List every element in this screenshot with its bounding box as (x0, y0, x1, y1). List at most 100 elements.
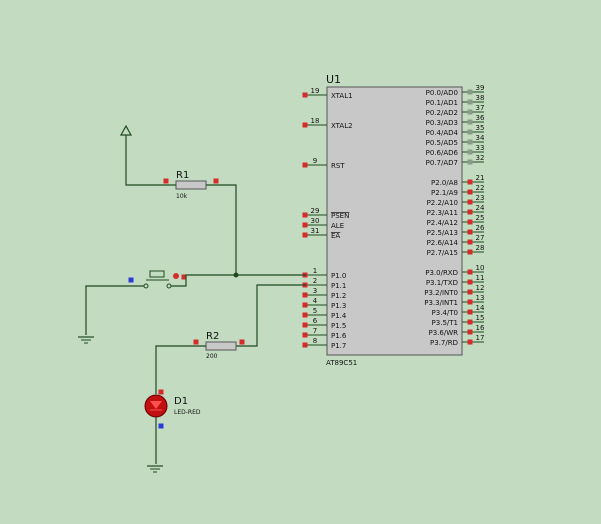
pin-number: 21 (476, 174, 485, 182)
pin-name: P0.6/AD6 (426, 149, 459, 157)
pin-number: 4 (313, 297, 318, 305)
pin-number: 14 (476, 304, 485, 312)
pin-end-marker (467, 189, 473, 195)
ground-icon (78, 336, 94, 344)
pin-number: 26 (476, 224, 485, 232)
pin-name: P3.1/TXD (426, 279, 458, 287)
pin-name: P0.1/AD1 (426, 99, 458, 107)
d1-ref-label: D1 (174, 396, 188, 407)
r2-value-label: 200 (206, 353, 218, 360)
chip-left-pin[interactable]: 5P1.4 (306, 307, 347, 320)
wire-r2-led (155, 345, 206, 394)
chip-left-pin[interactable]: 3P1.2 (306, 287, 346, 300)
pin-name: P0.3/AD3 (426, 119, 458, 127)
pin-number: 35 (476, 124, 485, 132)
pin-number: 22 (476, 184, 485, 192)
pin-end-marker (467, 289, 473, 295)
resistor-body[interactable] (175, 180, 207, 190)
pin-number: 37 (476, 104, 485, 112)
pin-name: P2.7/A15 (427, 249, 458, 257)
pin-end-marker (467, 279, 473, 285)
pin-name: P1.7 (331, 342, 346, 350)
pin-name: P1.3 (331, 302, 346, 310)
wire-r1-p10 (206, 184, 306, 276)
pin-end-marker (302, 302, 308, 308)
ground-icon (147, 465, 163, 473)
chip-u1[interactable]: U1AT89C5119XTAL118XTAL29RST29PSEN30ALE31… (306, 73, 485, 367)
power-terminal-icon[interactable] (119, 124, 133, 136)
pin-name: P3.7/RD (430, 339, 458, 347)
pin-end-marker (467, 329, 473, 335)
pin-name: P2.0/A8 (431, 179, 458, 187)
resistor-body[interactable] (205, 341, 237, 351)
pin-name: P1.5 (331, 322, 346, 330)
pin-name: P1.0 (331, 272, 346, 280)
pin-end-marker (302, 222, 308, 228)
pin-name: P3.0/RXD (425, 269, 458, 277)
pin-end-marker (467, 319, 473, 325)
chip-left-pin[interactable]: 1P1.0 (306, 267, 346, 280)
chip-left-pin[interactable]: 6P1.5 (306, 317, 346, 330)
d1-value-label: LED-RED (174, 409, 201, 416)
pin-name: XTAL2 (331, 122, 353, 130)
pin-end-marker (467, 309, 473, 315)
pin-name: P1.6 (331, 332, 347, 340)
pin-number: 33 (476, 144, 485, 152)
pin-end-marker (302, 342, 308, 348)
chip-body[interactable] (326, 86, 463, 356)
chip-left-pin[interactable]: 7P1.6 (306, 327, 347, 340)
pin-number: 32 (476, 154, 485, 162)
pin-end-marker (467, 179, 473, 185)
chip-ref-label: U1 (326, 73, 341, 86)
pin-number: 17 (476, 334, 485, 342)
pin-end-marker (467, 89, 473, 95)
pin-end-marker (239, 339, 245, 345)
pin-end-marker (158, 423, 164, 429)
pin-end-marker (302, 122, 308, 128)
pin-end-marker (467, 339, 473, 345)
pin-number: 13 (476, 294, 485, 302)
pin-name: P2.2/A10 (427, 199, 458, 207)
pin-end-marker (302, 92, 308, 98)
chip-left-pin[interactable]: 2P1.1 (306, 277, 346, 290)
chip-left-pin[interactable]: 8P1.7 (306, 337, 346, 350)
chip-left-pin[interactable]: 4P1.3 (306, 297, 346, 310)
r1-value-label: 10k (176, 193, 188, 200)
pin-end-marker (467, 199, 473, 205)
pin-name: P1.2 (331, 292, 346, 300)
